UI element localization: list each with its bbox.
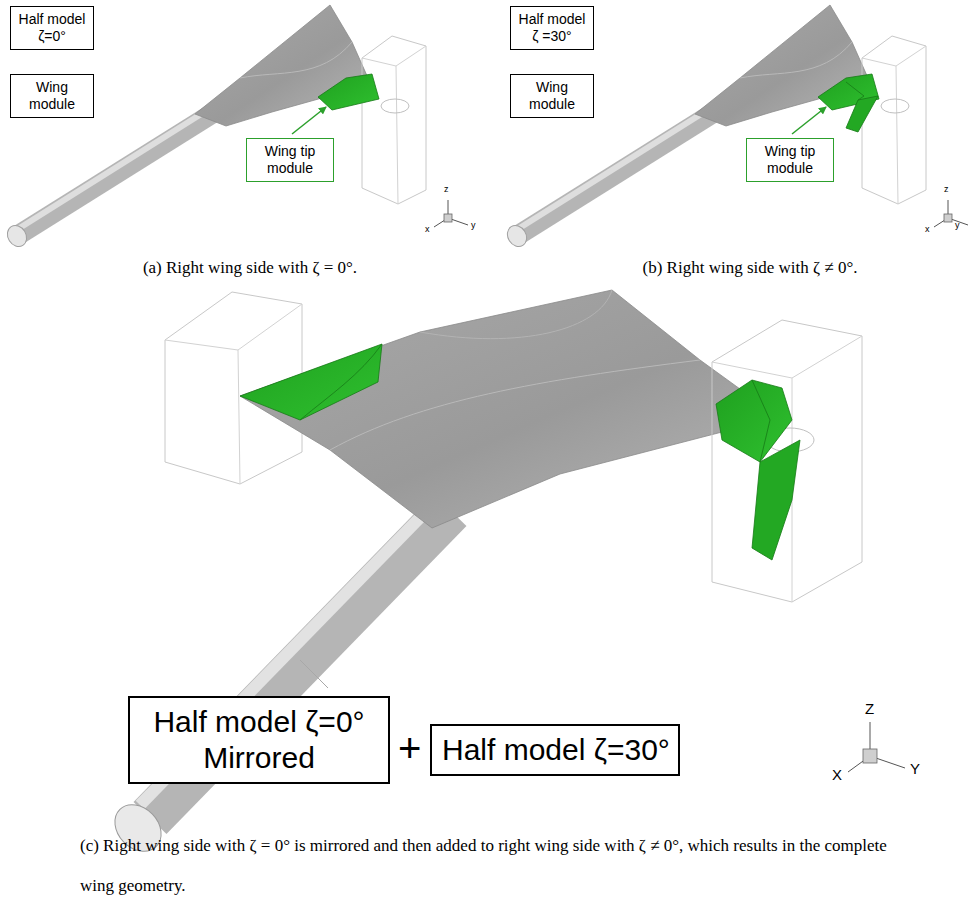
axis-label: Z xyxy=(865,700,874,718)
label-box: Half model ζ=0° Mirrored xyxy=(128,696,390,784)
box-text: Wing module xyxy=(16,79,88,113)
box-text: Wing module xyxy=(516,79,588,113)
label-box: Wing tip module xyxy=(746,138,834,182)
axis-label: y xyxy=(955,220,960,231)
box-text: Half model ζ=0° Mirrored xyxy=(140,704,378,776)
axis-label: x xyxy=(925,224,930,235)
label-box: Half model ζ =30° xyxy=(510,6,594,50)
box-text: Half model ζ =30° xyxy=(516,11,588,45)
axis-label: z xyxy=(444,184,449,195)
box-text: Wing tip module xyxy=(752,143,828,177)
plus-sign: + xyxy=(398,724,421,772)
box-text: Half model ζ=0° xyxy=(16,11,88,45)
subcaption: (c) Right wing side with ζ = 0° is mirro… xyxy=(80,826,900,906)
subcaption: (b) Right wing side with ζ ≠ 0°. xyxy=(540,258,960,278)
subcaption: (a) Right wing side with ζ = 0°. xyxy=(40,258,460,278)
axis-label: x xyxy=(425,224,430,235)
label-box: Half model ζ=30° xyxy=(430,724,680,776)
label-box: Wing tip module xyxy=(246,138,334,182)
axis-label: z xyxy=(944,184,949,195)
label-box: Half model ζ=0° xyxy=(10,6,94,50)
label-box: Wing module xyxy=(510,74,594,118)
box-text: Wing tip module xyxy=(252,143,328,177)
axis-label: Y xyxy=(910,760,920,778)
axis-label: y xyxy=(471,220,476,231)
label-box: Wing module xyxy=(10,74,94,118)
axis-label: X xyxy=(832,766,842,784)
box-text: Half model ζ=30° xyxy=(442,732,668,768)
